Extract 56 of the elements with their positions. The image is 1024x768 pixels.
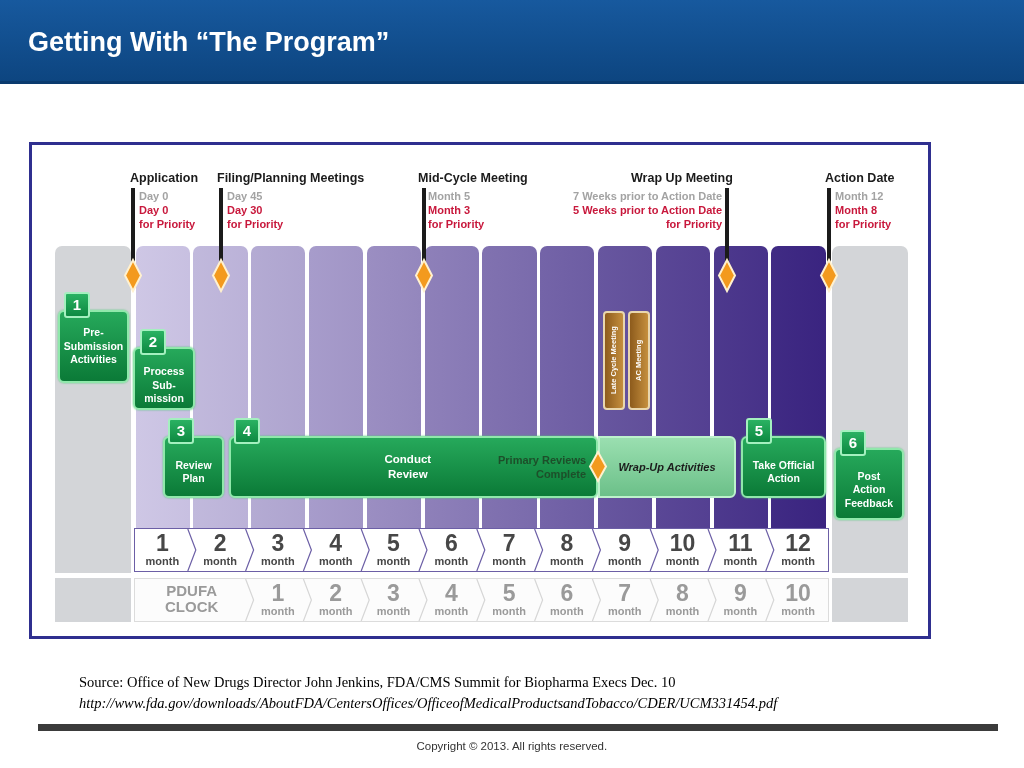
milestone-title: Application	[130, 171, 199, 186]
step-number-badge: 4	[234, 418, 260, 444]
step-number-badge: 3	[168, 418, 194, 444]
copyright-notice: Copyright © 2013. All rights reserved.	[416, 739, 608, 753]
milestone-title: Filing/Planning Meetings	[217, 171, 365, 186]
clock-month-label: 9 month	[723, 582, 758, 618]
milestone-title: Action Date	[825, 171, 895, 186]
clock-month-label: 7 month	[607, 582, 642, 618]
month-label: 8 month	[550, 532, 584, 568]
month-label: 3 month	[261, 532, 295, 568]
month-label: 1 month	[145, 532, 180, 568]
month-label: 7 month	[492, 532, 526, 568]
step-number-badge: 5	[746, 418, 772, 444]
milestone-date: Day 0	[139, 189, 169, 203]
step-number-badge: 6	[840, 430, 866, 456]
step-box: Pre-Submission Activities	[58, 310, 129, 383]
month-label: 9 month	[607, 532, 642, 568]
milestone-title: Wrap Up Meeting	[631, 171, 733, 186]
priority-date: Month 8 for Priority	[835, 203, 892, 231]
clock-month-label: 10 month	[781, 582, 815, 618]
clock-month-label: 6 month	[550, 582, 584, 618]
priority-date: Day 30 for Priority	[227, 203, 284, 231]
month-label: 2 month	[203, 532, 237, 568]
slide-title: Getting With “The Program”	[28, 26, 390, 58]
priority-date: Day 0 for Priority	[139, 203, 196, 231]
clock-month-label: 1 month	[261, 582, 295, 618]
step-number-badge: 2	[140, 329, 166, 355]
milestone-date: 7 Weeks prior to Action Date	[573, 189, 723, 203]
source-note: Source: Office of New Drugs Director John Jenkins, FDA/CMS Summit for Biopharma Execs Dec. 10	[79, 673, 676, 691]
step-box: Process Sub-mission	[133, 347, 195, 410]
source-url: http://www.fda.gov/downloads/AboutFDA/CentersOffices/OfficeofMedicalProductsandTobacco/CDER/UCM331454.pdf	[79, 694, 778, 712]
milestone-date: Month 12	[835, 189, 884, 203]
phase-bar: Wrap-Up Activities	[598, 436, 736, 498]
step-box: Review Plan	[163, 436, 224, 498]
milestone-note: Primary Reviews Complete	[498, 453, 587, 481]
month-label: 10 month	[665, 532, 700, 568]
milestone-date: Month 5	[428, 189, 471, 203]
milestone-title: Mid-Cycle Meeting	[418, 171, 528, 186]
month-label: 5 month	[376, 532, 411, 568]
month-label: 6 month	[434, 532, 469, 568]
step-label: Conduct Review	[384, 452, 432, 482]
step-number-badge: 1	[64, 292, 90, 318]
clock-month-label: 3 month	[376, 582, 411, 618]
step-box: Take Official Action	[741, 436, 826, 498]
pdufa-clock-label: PDUFA CLOCK	[165, 583, 219, 615]
clock-month-label: 8 month	[665, 582, 700, 618]
milestone-date: Day 45	[227, 189, 263, 203]
priority-date: Month 3 for Priority	[428, 203, 485, 231]
clock-month-label: 2 month	[318, 582, 353, 618]
month-label: 4 month	[318, 532, 353, 568]
month-label: 11 month	[723, 532, 758, 568]
step-box: Post Action Feedback	[834, 448, 904, 520]
clock-month-label: 4 month	[434, 582, 469, 618]
priority-date: 5 Weeks prior to Action Date for Priority	[573, 203, 723, 231]
clock-month-label: 5 month	[492, 582, 526, 618]
month-label: 12 month	[781, 532, 815, 568]
